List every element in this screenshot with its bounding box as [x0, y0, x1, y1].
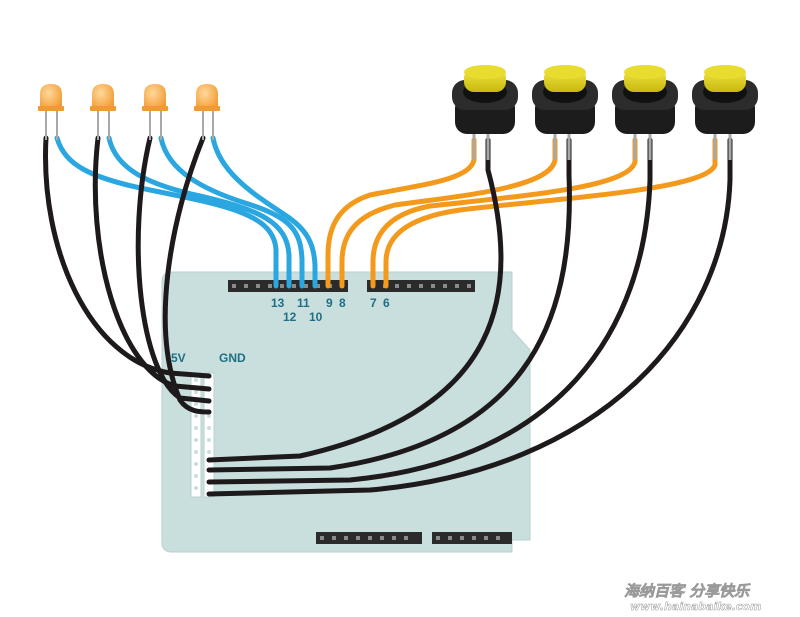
gnd-wire-led4 [162, 135, 212, 415]
gnd-wire-button3 [206, 137, 653, 485]
wire-led3-pin11 [158, 135, 305, 289]
gnd-wire-button2 [206, 137, 572, 473]
pin-label-10: 10 [309, 310, 323, 324]
wire-led4-pin10 [210, 135, 318, 289]
led-signal-wires [54, 135, 318, 289]
power-rails [190, 372, 215, 498]
push-buttons [452, 65, 758, 160]
leds [38, 84, 220, 140]
watermark: 海纳百客 分享快乐 www.hainabaike.com [624, 582, 762, 614]
wire-button4-pin6 [383, 137, 718, 289]
push-button-4 [692, 65, 758, 160]
pin-label-13: 13 [271, 296, 285, 310]
pin-label-8: 8 [339, 296, 346, 310]
button-signal-wires [325, 137, 718, 289]
led-1 [38, 84, 64, 140]
wire-led2-pin12 [106, 135, 292, 289]
push-button-2 [532, 65, 598, 160]
pin-label-6: 6 [383, 296, 390, 310]
wire-button2-pin8 [339, 137, 558, 289]
pin-label-11: 11 [297, 296, 310, 310]
gnd-wire-led3 [135, 135, 212, 404]
label-5v: 5V [171, 351, 186, 365]
watermark-url: www.hainabaike.com [630, 600, 761, 613]
wire-button1-pin9 [325, 137, 477, 289]
label-gnd: GND [219, 351, 246, 365]
ground-wires [43, 135, 733, 497]
arduino-board: 5V GND 13 11 9 8 7 6 12 10 [161, 271, 531, 553]
wire-led1-pin13 [54, 135, 279, 289]
wire-button3-pin7 [370, 137, 638, 289]
analog-header [316, 532, 512, 544]
pin-label-12: 12 [283, 310, 297, 324]
gnd-wire-button1 [206, 137, 504, 463]
gnd-wire-button4 [206, 137, 733, 497]
push-button-3 [612, 65, 678, 160]
watermark-text: 海纳百客 分享快乐 [624, 582, 751, 600]
led-2 [90, 84, 116, 140]
gnd-wire-led1 [43, 135, 212, 379]
led-4 [194, 84, 220, 140]
push-button-1 [452, 65, 518, 160]
pin-label-9: 9 [326, 296, 333, 310]
pin-label-7: 7 [370, 296, 377, 310]
led-3 [142, 84, 168, 140]
